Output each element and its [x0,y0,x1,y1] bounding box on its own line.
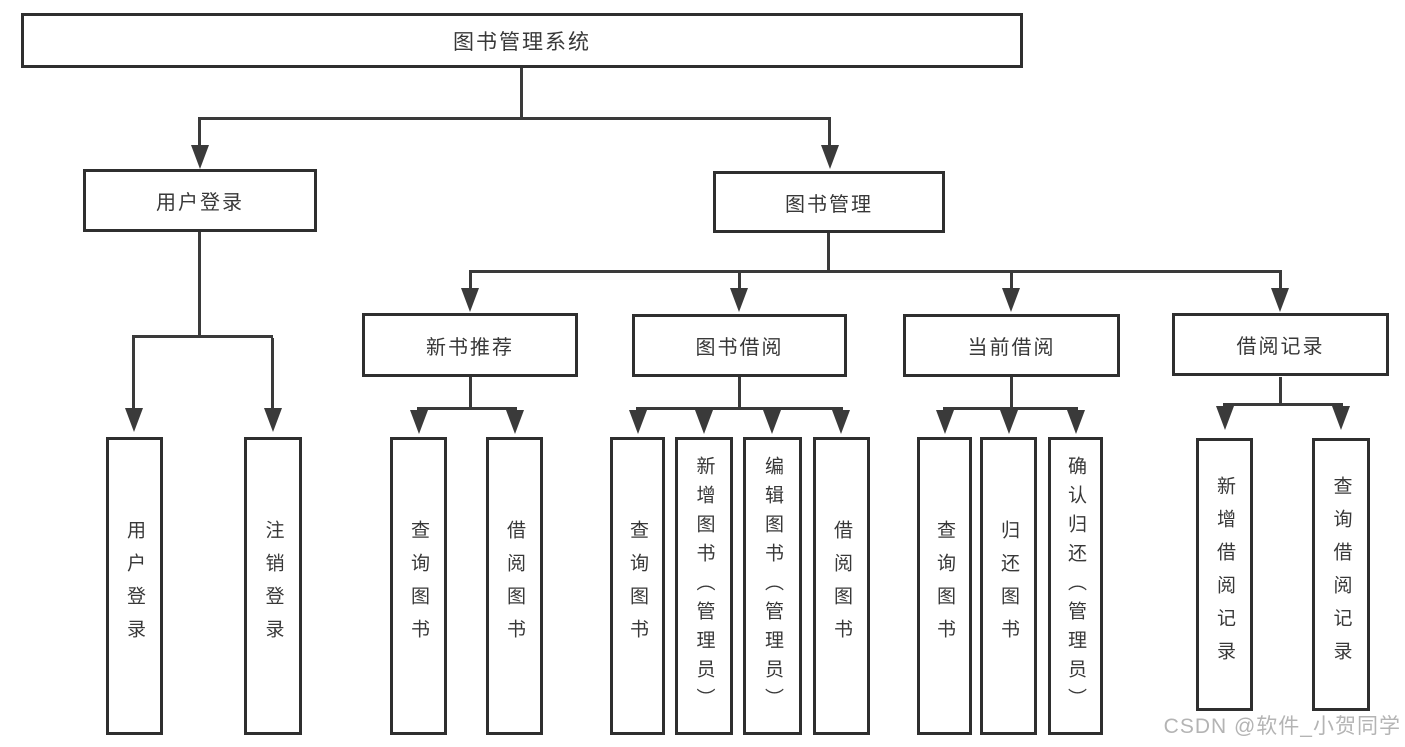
arrow-down-icon [1332,406,1350,430]
arrow-down-icon [506,410,524,434]
leaf-user-login: 用户登录 [106,437,163,735]
arrow-down-icon [461,288,479,312]
node-user-login: 用户登录 [83,169,317,232]
node-current-borrowing: 当前借阅 [903,314,1120,377]
connector-line [1010,377,1013,407]
leaf-borrow-books-recommend: 借阅图书 [486,437,543,735]
connector-line [636,407,843,410]
connector-line [198,232,201,335]
connector-line [417,407,517,410]
connector-line [198,120,201,147]
leaf-add-borrow-record: 新增借阅记录 [1196,438,1253,711]
connector-line [198,117,831,120]
leaf-return-book: 归还图书 [980,437,1037,735]
arrow-down-icon [125,408,143,432]
watermark: CSDN @软件_小贺同学 [1163,715,1401,738]
leaf-edit-book-admin: 编辑图书（管理员） [743,437,802,735]
connector-line [738,273,741,289]
connector-line [1279,377,1282,403]
arrow-down-icon [832,410,850,434]
node-book-management: 图书管理 [713,171,945,233]
arrow-down-icon [1216,406,1234,430]
arrow-down-icon [763,410,781,434]
arrow-down-icon [695,410,713,434]
arrow-down-icon [410,410,428,434]
leaf-query-books-current: 查询图书 [917,437,972,735]
connector-line [469,273,472,289]
connector-line [1223,403,1343,406]
connector-line [132,338,135,409]
arrow-down-icon [1000,410,1018,434]
arrow-down-icon [730,288,748,312]
arrow-down-icon [1271,288,1289,312]
node-borrow-records: 借阅记录 [1172,313,1389,376]
leaf-query-books-recommend: 查询图书 [390,437,447,735]
connector-line [828,120,831,147]
connector-line [943,407,1078,410]
arrow-down-icon [821,145,839,169]
connector-line [469,270,1282,273]
leaf-add-book-admin: 新增图书（管理员） [675,437,733,735]
connector-line [469,377,472,407]
connector-line [520,68,523,117]
node-new-book-recommend: 新书推荐 [362,313,578,377]
leaf-query-books-borrowing: 查询图书 [610,437,665,735]
arrow-down-icon [1067,410,1085,434]
connector-line [271,338,274,409]
connector-line [1010,273,1013,289]
arrow-down-icon [629,410,647,434]
arrow-down-icon [191,145,209,169]
node-library-system: 图书管理系统 [21,13,1023,68]
leaf-query-borrow-record: 查询借阅记录 [1312,438,1370,711]
leaf-logout: 注销登录 [244,437,302,735]
connector-line [738,377,741,407]
leaf-confirm-return-admin: 确认归还（管理员） [1048,437,1103,735]
node-book-borrowing: 图书借阅 [632,314,847,377]
arrow-down-icon [1002,288,1020,312]
connector-line [132,335,273,338]
connector-line [827,233,830,270]
leaf-borrow-books-borrowing: 借阅图书 [813,437,870,735]
arrow-down-icon [936,410,954,434]
connector-line [1279,273,1282,289]
arrow-down-icon [264,408,282,432]
